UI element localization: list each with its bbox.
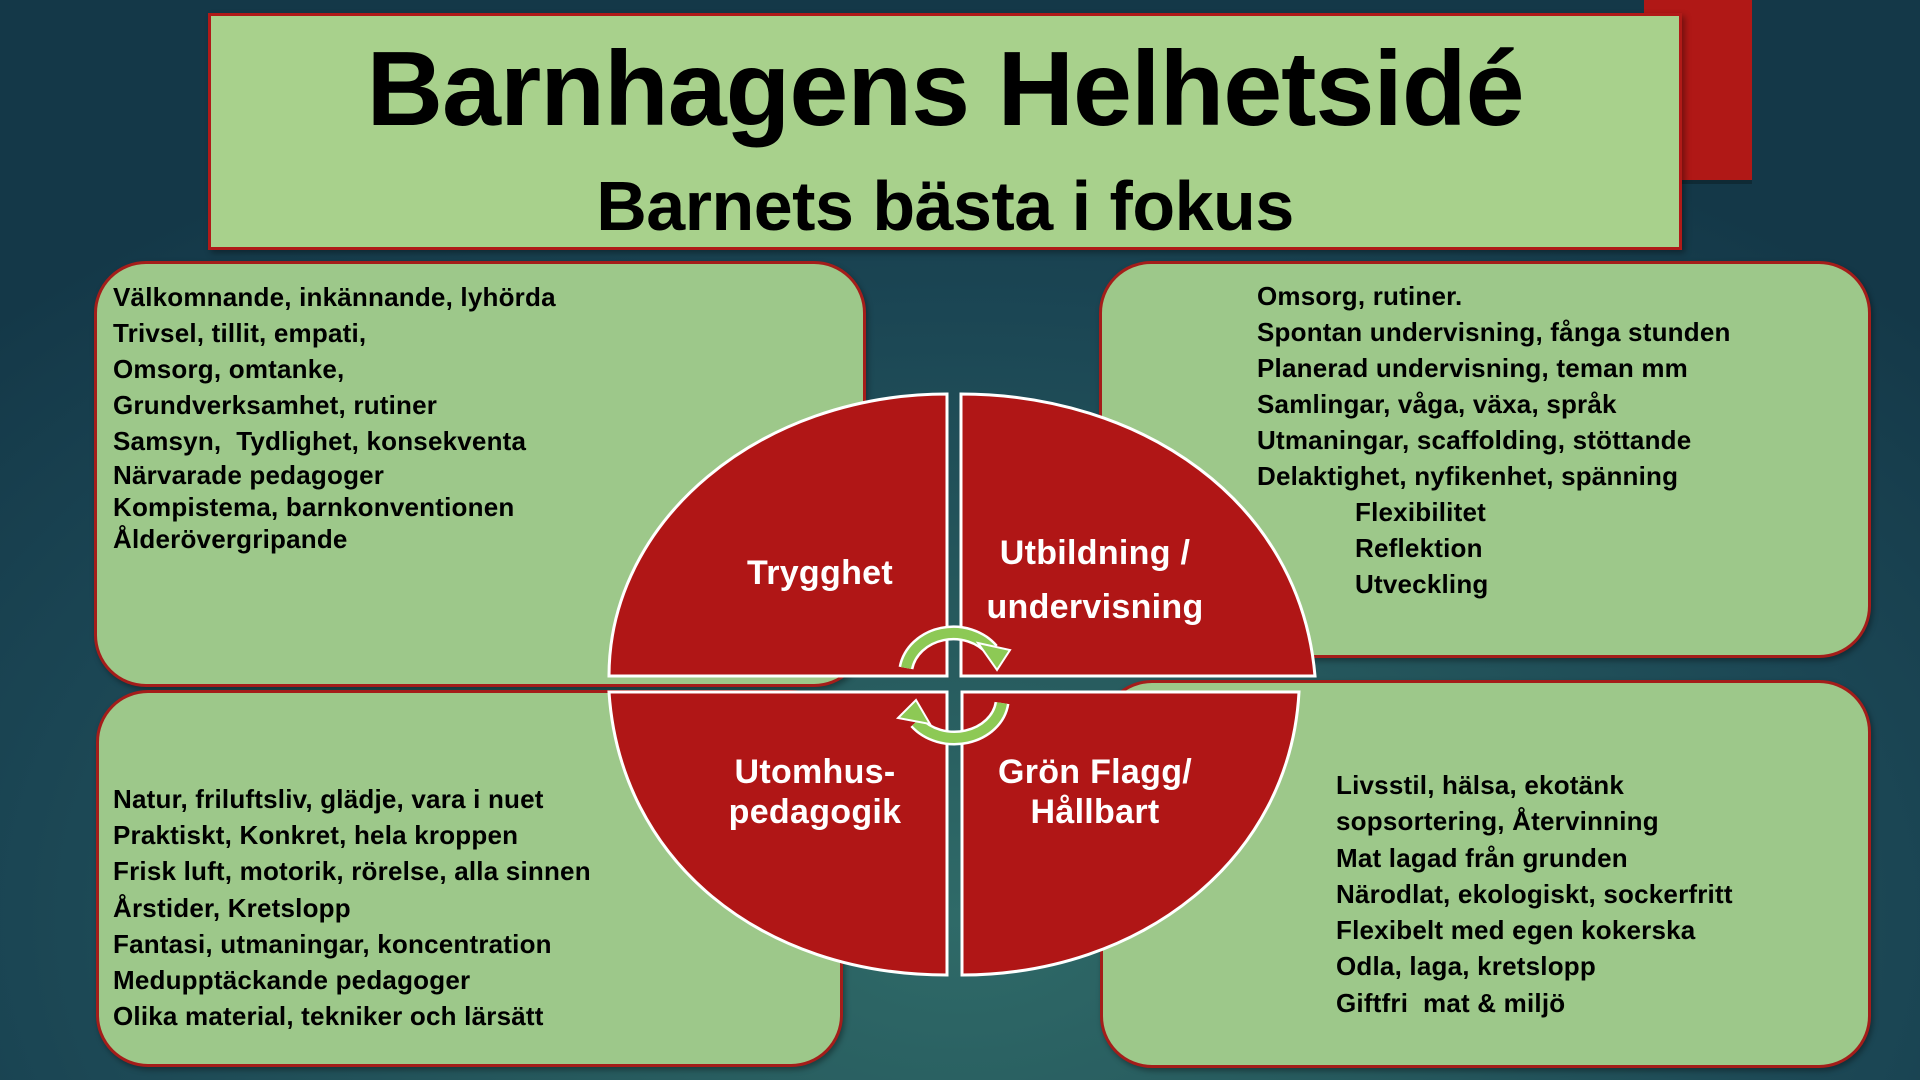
- list-item: Utmaningar, scaffolding, stöttande: [1257, 425, 1692, 455]
- title-banner: Barnhagens Helhetsidé Barnets bästa i fo…: [208, 13, 1682, 250]
- list-item: Delaktighet, nyfikenhet, spänning: [1257, 461, 1679, 491]
- panel-utbildning: Omsorg, rutiner. Spontan undervisning, f…: [1099, 261, 1871, 658]
- quadrant-label-gron-flagg: Grön Flagg/ Hållbart: [997, 753, 1193, 831]
- page-title: Barnhagens Helhetsidé: [366, 30, 1524, 148]
- quadrant-label-trygghet: Trygghet: [747, 554, 893, 592]
- trygghet-list: Välkomnande, inkännande, lyhörda Trivsel…: [113, 279, 556, 555]
- list-item: Giftfri mat & miljö: [1336, 987, 1566, 1018]
- quadrant-utbildning[interactable]: [959, 392, 1317, 678]
- list-item: Trivsel, tillit, empati,: [113, 318, 367, 348]
- list-item: Medupptäckande pedagoger: [113, 965, 471, 996]
- list-item: Olika material, tekniker och lärsätt: [113, 1001, 544, 1032]
- utomhus-list: Natur, friluftsliv, glädje, vara i nuet …: [113, 781, 591, 1034]
- wheel-quadrants: [607, 392, 1317, 977]
- quadrant-gron-flagg[interactable]: [960, 690, 1301, 977]
- list-item: Grundverksamhet, rutiner: [113, 390, 438, 420]
- list-item: Närodlat, ekologiskt, sockerfritt: [1336, 878, 1733, 909]
- quadrant-label-utbildning: Utbildning / undervisning: [986, 534, 1204, 626]
- list-item: Natur, friluftsliv, glädje, vara i nuet: [113, 784, 544, 814]
- sub-list-item: Flexibilitet: [1355, 497, 1486, 527]
- list-item: Flexibelt med egen kokerska: [1336, 915, 1696, 946]
- list-item: Livsstil, hälsa, ekotänk: [1336, 770, 1625, 800]
- list-item: Omsorg, omtanke,: [113, 354, 345, 384]
- list-item: Mat lagad från grunden: [1336, 842, 1628, 873]
- list-item: Planerad undervisning, teman mm: [1257, 353, 1688, 383]
- list-item: Årstider, Kretslopp: [113, 892, 351, 923]
- list-item: Samlingar, våga, växa, språk: [1257, 389, 1617, 419]
- list-item: Omsorg, rutiner.: [1257, 281, 1463, 311]
- list-item: Praktiskt, Konkret, hela kroppen: [113, 820, 519, 851]
- sub-list-item: Utveckling: [1355, 569, 1489, 599]
- list-item: Spontan undervisning, fånga stunden: [1257, 317, 1731, 347]
- quadrant-utomhuspedagogik[interactable]: [607, 690, 949, 977]
- list-item: Ålderövergripande: [113, 524, 348, 554]
- list-item: Fantasi, utmaningar, koncentration: [113, 928, 552, 959]
- quadrant-label-utomhuspedagogik: Utomhus- pedagogik: [728, 753, 902, 831]
- list-item: Odla, laga, kretslopp: [1336, 951, 1596, 982]
- gron-flagg-list: Livsstil, hälsa, ekotänk sopsortering, Å…: [1336, 767, 1733, 1021]
- list-item: Samsyn, Tydlighet, konsekventa: [113, 426, 527, 456]
- list-item: Välkomnande, inkännande, lyhörda: [113, 282, 556, 312]
- list-item: Frisk luft, motorik, rörelse, alla sinne…: [113, 856, 591, 887]
- sub-list-item: Reflektion: [1355, 533, 1483, 563]
- list-item: Kompistema, barnkonventionen: [113, 492, 515, 522]
- utbildning-list: Omsorg, rutiner. Spontan undervisning, f…: [1257, 278, 1731, 602]
- page-subtitle: Barnets bästa i fokus: [596, 167, 1294, 245]
- quadrant-trygghet[interactable]: [607, 392, 949, 678]
- list-item: Närvarade pedagoger: [113, 460, 385, 490]
- list-item: sopsortering, Återvinning: [1336, 806, 1659, 837]
